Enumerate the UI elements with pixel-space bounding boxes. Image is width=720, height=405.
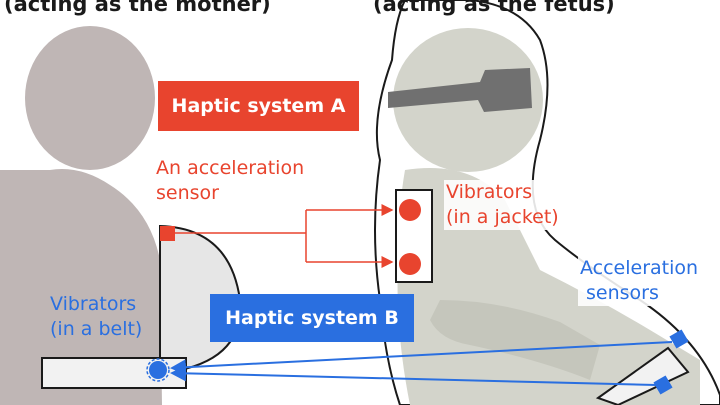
belt-vibrator-outline	[146, 358, 170, 382]
haptic-system-a-box: Haptic system A	[158, 81, 359, 131]
haptic-system-b-label: Haptic system B	[225, 307, 399, 329]
accel-sensor-label-line2: sensor	[156, 182, 219, 204]
mother-accel-sensor	[160, 226, 175, 241]
accel-sensors-label-line2: sensors	[586, 282, 659, 304]
belt-vibrator	[149, 361, 167, 379]
red-connections	[175, 204, 394, 268]
leg-sensor-strip	[595, 329, 690, 405]
vibrators-jacket-label-line1: Vibrators	[446, 181, 533, 203]
blue-connections	[170, 341, 673, 386]
haptic-system-a-label: Haptic system A	[171, 95, 346, 117]
vibrators-jacket-label-line2: (in a jacket)	[446, 206, 559, 228]
accel-sensors-label: Acceleration sensors	[578, 256, 701, 306]
mother-figure	[0, 26, 242, 405]
accel-sensors-label-line1: Acceleration	[580, 257, 699, 279]
vibrators-belt-label: Vibrators (in a belt)	[50, 292, 142, 342]
fetus-outline	[374, 0, 720, 405]
leg-accel-sensor-2	[653, 375, 673, 395]
haptic-system-b-box: Haptic system B	[210, 294, 414, 342]
vibrators-belt-label-line1: Vibrators	[50, 293, 137, 315]
heading-mother: (acting as the mother)	[4, 0, 271, 16]
fetus-arm	[430, 300, 600, 380]
heading-fetus: (acting as the fetus)	[373, 0, 615, 16]
vibrators-jacket-label: Vibrators (in a jacket)	[444, 180, 561, 230]
mother-head	[25, 26, 155, 170]
mother-body	[0, 169, 162, 405]
vibrators-belt-label-line2: (in a belt)	[50, 318, 143, 340]
accel-sensor-label-line1: An acceleration	[156, 157, 305, 179]
accel-sensor-label: An acceleration sensor	[156, 156, 304, 206]
jacket-vibrator-top	[399, 199, 421, 221]
jacket-vibrator-bottom	[399, 253, 421, 275]
leg-accel-sensor-1	[669, 329, 689, 349]
goggles	[388, 68, 532, 112]
